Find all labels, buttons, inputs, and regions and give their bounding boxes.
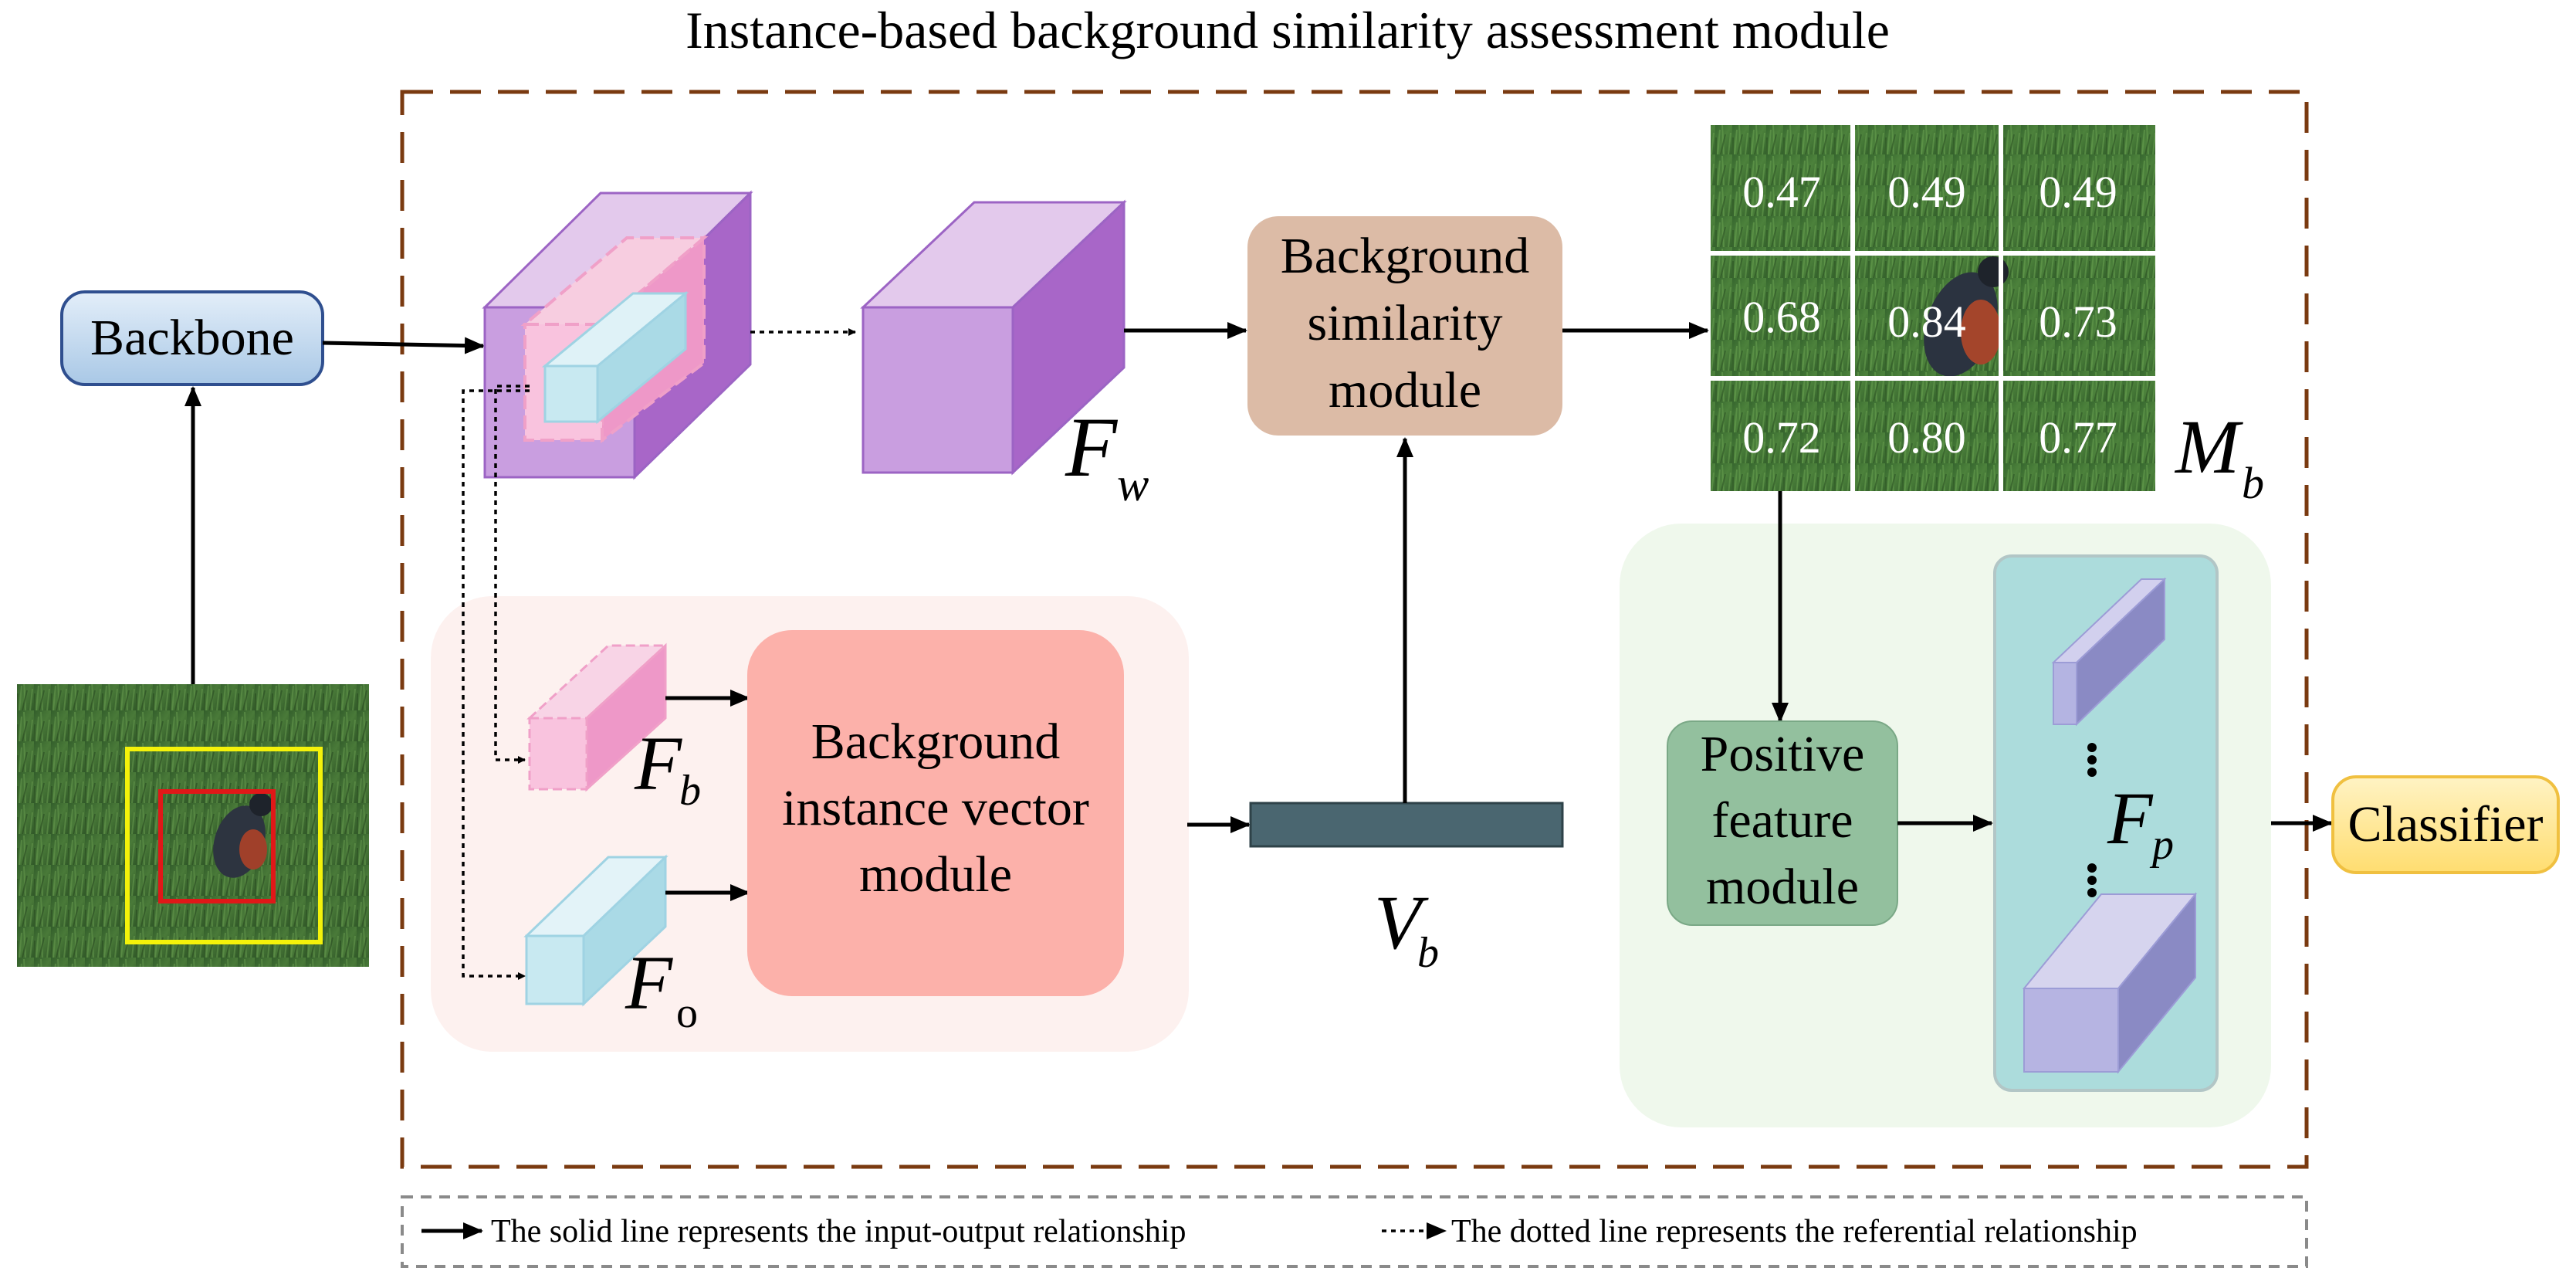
svg-text:module: module [859,846,1012,903]
classifier-node: Classifier [2331,775,2560,874]
fp-symbol: F p [2107,777,2174,869]
svg-text:M: M [2174,404,2243,490]
similarity-map-mb: 0.47 0.49 0.49 0.68 0.84 0.73 0.72 0.80 … [1711,125,2155,491]
mb-cell: 0.84 [1887,297,1966,347]
mb-cell: 0.68 [1742,292,1821,342]
legend-solid-text: The solid line represents the input-outp… [491,1214,1186,1249]
svg-text:b: b [679,767,701,815]
fp-ellipsis [2087,743,2097,897]
svg-text:w: w [1117,459,1149,511]
module-border [400,90,2309,1169]
svg-text:p: p [2149,821,2174,869]
svg-text:module: module [1706,859,1859,915]
background-instance-vector-module: Background instance vector module [747,630,1124,996]
backbone-label: Backbone [90,310,294,366]
svg-text:similarity: similarity [1308,295,1503,351]
fb-cuboid [526,642,669,792]
svg-text:b: b [2242,458,2264,508]
svg-text:F: F [625,940,673,1025]
fp-small-cuboid [2051,577,2167,727]
mb-cell: 0.49 [1887,167,1966,217]
classifier-label: Classifier [2348,796,2544,853]
diagram-title: Instance-based background similarity ass… [685,1,1890,59]
input-image [17,684,369,967]
mb-cell: 0.77 [2039,412,2117,463]
mb-cell: 0.49 [2039,167,2117,217]
feature-map-cuboid [482,190,753,480]
positive-feature-module: Positive feature module [1667,720,1898,926]
backbone-node: Backbone [60,290,324,386]
vb-symbol: V b [1374,880,1439,977]
mb-symbol: M b [2174,404,2264,508]
fo-symbol: F o [625,940,698,1037]
svg-text:F: F [1065,400,1119,494]
object-box [158,789,276,903]
mb-cell: 0.80 [1887,412,1966,463]
svg-text:instance vector: instance vector [782,780,1089,836]
svg-text:Positive: Positive [1701,726,1865,782]
svg-text:Background: Background [811,714,1061,770]
fb-symbol: F b [634,720,701,815]
legend: The solid line represents the input-outp… [401,1195,2308,1268]
svg-text:F: F [634,720,682,806]
svg-text:o: o [676,989,698,1037]
mb-cell: 0.72 [1742,412,1821,463]
legend-dotted-text: The dotted line represents the referenti… [1451,1214,2138,1249]
vb-vector [1249,802,1564,848]
background-box [125,747,323,944]
arrow-backbone-to-feature [322,337,485,354]
mb-cell: 0.47 [1742,167,1821,217]
svg-text:Background: Background [1281,228,1530,284]
svg-text:feature: feature [1711,792,1853,849]
fo-cuboid [523,854,669,1007]
mb-cell: 0.73 [2039,297,2117,347]
fw-symbol: F w [1065,400,1149,511]
svg-text:F: F [2107,777,2154,859]
fp-large-cuboid [2022,892,2198,1074]
svg-text:b: b [1417,929,1439,977]
svg-text:module: module [1329,362,1481,419]
background-similarity-module: Background similarity module [1247,216,1562,436]
fw-cuboid [860,199,1127,476]
svg-text:V: V [1374,880,1429,965]
